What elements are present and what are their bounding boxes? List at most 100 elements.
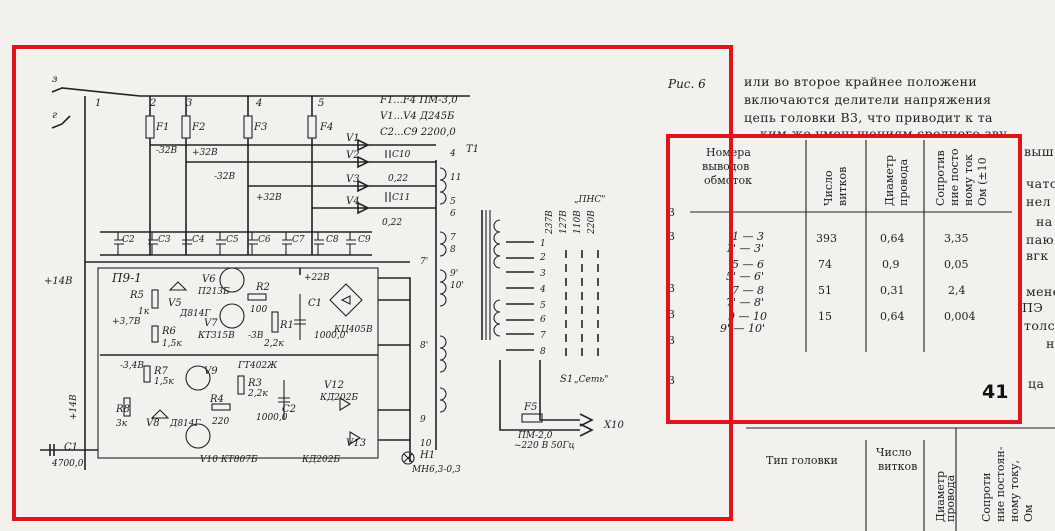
table-header-resistance-4: Ом (±10	[976, 157, 989, 206]
lamp-h1: H1	[419, 450, 435, 461]
diode-v2: V2	[346, 150, 360, 161]
diode-v1: V1	[346, 133, 360, 144]
text-line: паю	[1026, 232, 1054, 247]
transistor-v7-type: КТ315В	[197, 331, 235, 341]
bottom-header-resistance-1: Сопроти	[980, 473, 993, 522]
winding-table: Номера выводов обмоток Число витков Диам…	[668, 140, 1012, 403]
bottom-header-resistance-4: Ом	[1022, 504, 1035, 522]
table-row-pins: 1' — 3'	[726, 242, 764, 255]
resistor-r1: R1	[279, 320, 294, 331]
fuses: F1 F2 F3 F4	[145, 115, 333, 139]
table-row-resistance: 2,4	[948, 284, 966, 297]
diode-v3: V3	[346, 174, 360, 185]
bottom-header-turns-2: витков	[878, 460, 917, 473]
fuse-f3: F3	[253, 122, 267, 133]
tap-110: 110В	[573, 210, 583, 234]
pin-8p: 8'	[420, 341, 428, 351]
text-line: включаются делители напряжения	[744, 92, 992, 107]
table-row-turns: 51	[818, 284, 832, 297]
table-row-resistance: 0,004	[944, 310, 976, 323]
primary-pin-4: 4	[539, 285, 546, 295]
bottom-header-diameter-2: провода	[944, 474, 957, 522]
table-row-turns: 74	[818, 258, 832, 271]
switch-s1: S1	[560, 374, 573, 385]
table-row-pins: 7 — 8	[732, 284, 764, 297]
voltage-selector-pns: „ПНС" 237В 127В 110В 220В	[545, 195, 605, 360]
table-row-pins: 5 — 6	[732, 258, 764, 271]
cap-c2-module: C2	[282, 404, 296, 415]
text-line: н	[1046, 336, 1055, 351]
cap-c10: C10	[392, 150, 411, 160]
cap-c1-val: 4700,0	[51, 459, 84, 469]
pin-8: 8	[450, 245, 456, 255]
cap-c11: C11	[392, 193, 410, 203]
table-rows: 1 — 3 393 0,64 3,35 1' — 3' 5 — 6 74 0,9…	[720, 230, 976, 335]
primary-pin-3: 3	[540, 269, 546, 279]
pin-4: 4	[449, 149, 456, 159]
zener-v8-type: Д814Г	[169, 419, 201, 429]
table-row-pins: 1 — 3	[732, 230, 764, 243]
primary-pin-8: 8	[540, 347, 546, 357]
diode-v12-type: КД202Б	[319, 393, 358, 403]
bottom-table-header: Тип головки Число витков Диаметр провода…	[746, 427, 1055, 531]
bottom-header-type: Тип головки	[766, 454, 838, 467]
table-header-diameter-1: Диаметр	[883, 155, 896, 206]
primary-pin-6: 6	[540, 315, 546, 325]
bottom-header-turns-1: Число	[876, 446, 912, 459]
regulator-module: П9-1 V6 П213Б +22В V5 Д814Г R5 1к +3,7В …	[97, 267, 379, 465]
top-terminals: 1 2 3 4 5	[95, 98, 324, 109]
lamp-h1-type: МН6,3-0,3	[411, 465, 461, 475]
cap-c10-val: 0,22	[388, 174, 408, 184]
pin-7: 7	[450, 233, 456, 243]
tap-220: 220В	[587, 210, 597, 235]
table-header-pins-1: Номера	[706, 146, 751, 159]
pin-11: 11	[450, 173, 461, 183]
table-row-pins: 5' — 6'	[726, 270, 764, 283]
transistor-v7: V7	[204, 318, 218, 329]
transformer-t1: T1 4 11 5 6 7 8 7' 8' 9 10 9' 10' 1 2 3	[420, 144, 546, 450]
terminal-label-b: г	[52, 110, 57, 121]
voltage-plus32-b: +32В	[256, 193, 282, 203]
resistor-r7-val: 1,5к	[154, 377, 174, 387]
terminal-5: 5	[318, 98, 324, 109]
mains-input: S1 „Сеть" F5 ПМ-2,0 ~220 В 50Гц X10	[499, 360, 624, 451]
voltage-plus32-a: +32В	[192, 148, 218, 158]
table-header-diameter-2: провода	[897, 158, 910, 206]
highlight-frame-schematic	[12, 45, 733, 521]
primary-pin-7: 7	[540, 331, 546, 341]
rectifier-diodes: V1 V2 V3 V4 C10 0,22 C11 0,22	[150, 133, 436, 228]
table-row-resistance: 0,05	[944, 258, 969, 271]
text-line: мене	[1026, 284, 1055, 299]
diode-v13-type: КД202Б	[301, 455, 340, 465]
voltage-minus3: -3В	[248, 331, 264, 341]
voltage-plus37: +3,7В	[112, 317, 141, 327]
legend-line-2: V1...V4 Д245Б	[380, 111, 455, 122]
page-number: 41	[982, 381, 1008, 403]
figure-caption: Рис. 6	[667, 77, 706, 91]
cap-c8: C8	[326, 235, 339, 245]
text-line: ПЭ	[1022, 300, 1044, 315]
module-label: П9-1	[111, 271, 142, 285]
diode-v4: V4	[346, 196, 360, 207]
resistor-r5-val: 1к	[138, 307, 150, 317]
text-line: толс	[1024, 318, 1055, 333]
terminal-label-a: з	[52, 74, 57, 85]
primary-pin-2: 2	[539, 253, 546, 263]
text-line: чато	[1026, 176, 1055, 191]
zener-v5: V5	[168, 298, 182, 309]
connector-x10: X10	[603, 420, 624, 431]
text-line: ким же уменьшениям среднего зву	[760, 126, 1008, 141]
highlight-frame-table	[666, 134, 1022, 424]
cap-c2-module-val: 1000,0	[256, 413, 288, 423]
text-line: на	[1036, 214, 1053, 229]
parts-legend: F1...F4 ПМ-3,0 V1...V4 Д245Б C2...C9 220…	[379, 95, 458, 138]
fuse-f5-type: ПМ-2,0	[517, 431, 553, 441]
fuse-f4: F4	[319, 122, 333, 133]
transformer-label: T1	[466, 144, 479, 155]
primary-pin-5: 5	[540, 301, 546, 311]
row-mark: 3	[668, 206, 675, 219]
transistor-v10: V10 КТ807Б	[200, 455, 258, 465]
row-mark: 3	[668, 374, 675, 387]
table-row-diameter: 0,64	[880, 310, 905, 323]
table-header-turns-2: витков	[836, 167, 849, 206]
